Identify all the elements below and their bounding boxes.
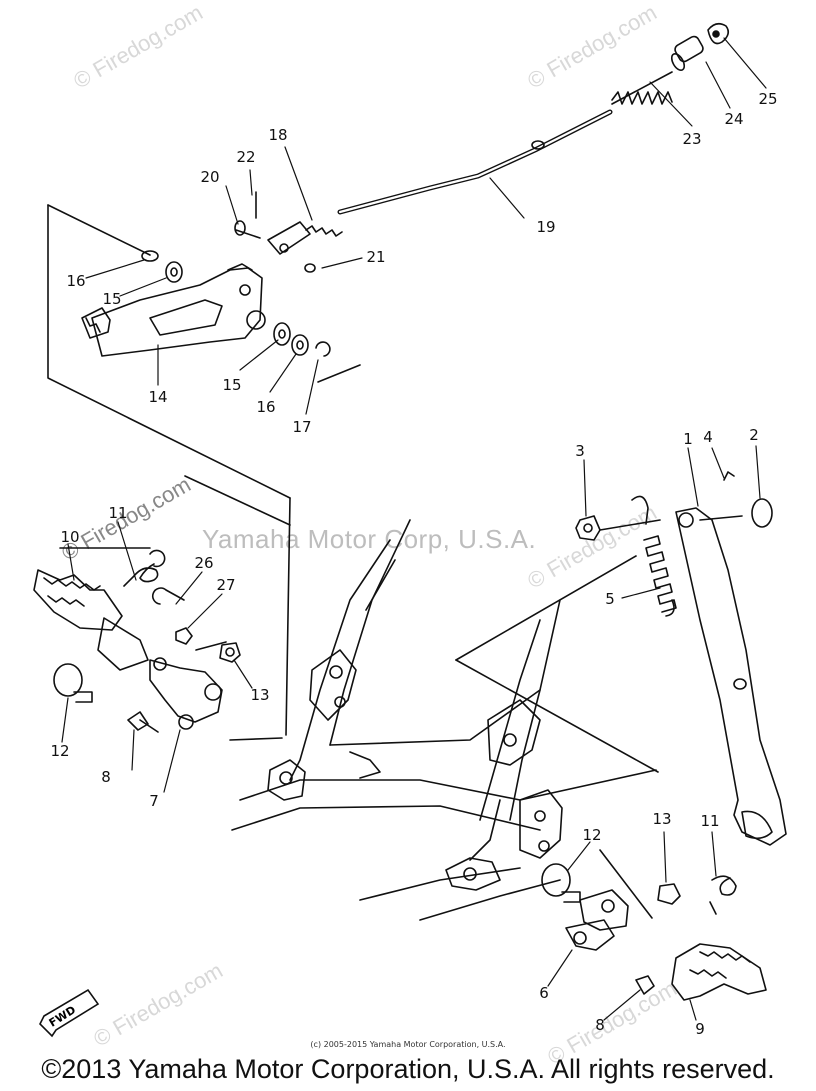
callout-12a: 12 xyxy=(50,742,69,760)
callout-23: 23 xyxy=(682,130,701,148)
callout-5: 5 xyxy=(605,590,615,608)
callout-12b: 12 xyxy=(582,826,601,844)
leader-lines xyxy=(61,37,767,1021)
callout-13a: 13 xyxy=(250,686,269,704)
callout-9: 9 xyxy=(695,1020,705,1038)
footrest-box xyxy=(59,475,291,741)
left-footrest xyxy=(33,549,166,671)
callout-8b: 8 xyxy=(595,1016,605,1034)
callout-16b: 16 xyxy=(256,398,275,416)
wing-nut xyxy=(707,22,730,45)
callout-6: 6 xyxy=(539,984,549,1002)
callout-22: 22 xyxy=(236,148,255,166)
callout-20: 20 xyxy=(200,168,219,186)
callout-11a: 11 xyxy=(108,504,127,522)
callout-24: 24 xyxy=(724,110,743,128)
watermark-center: Yamaha Motor Corp, U.S.A. xyxy=(202,524,537,554)
sidestand xyxy=(575,471,787,846)
callout-27: 27 xyxy=(216,576,235,594)
fwd-arrow-icon xyxy=(39,988,100,1038)
brake-pedal-box xyxy=(47,204,361,499)
callout-10: 10 xyxy=(60,528,79,546)
left-footrest-bracket xyxy=(149,641,227,730)
callout-17: 17 xyxy=(292,418,311,436)
small-credit: (c) 2005-2015 Yamaha Motor Corporation, … xyxy=(310,1040,506,1049)
callout-26: 26 xyxy=(194,554,213,572)
adjuster-nut xyxy=(670,35,704,71)
right-footrest-bracket xyxy=(541,863,737,951)
callout-18: 18 xyxy=(268,126,287,144)
callout-25: 25 xyxy=(758,90,777,108)
callout-1: 1 xyxy=(683,430,693,448)
callout-19: 19 xyxy=(536,218,555,236)
callout-15b: 15 xyxy=(222,376,241,394)
callout-16a: 16 xyxy=(66,272,85,290)
callout-13b: 13 xyxy=(652,810,671,828)
callout-14: 14 xyxy=(148,388,167,406)
frame xyxy=(231,519,657,921)
brake-spring xyxy=(611,71,673,105)
callout-15a: 15 xyxy=(102,290,121,308)
brake-pedal xyxy=(81,263,266,357)
callout-7: 7 xyxy=(149,792,159,810)
copyright-footer: ©2013 Yamaha Motor Corporation, U.S.A. A… xyxy=(41,1054,775,1084)
callout-labels: 1 2 3 4 5 6 7 8 8 9 10 11 11 12 12 13 13… xyxy=(50,90,777,1038)
left-fasteners xyxy=(53,587,241,733)
callout-11b: 11 xyxy=(700,812,719,830)
pedal-washers xyxy=(141,250,331,357)
right-footrest xyxy=(635,943,767,1001)
callout-2: 2 xyxy=(749,426,759,444)
brake-rod xyxy=(337,109,613,215)
callout-3: 3 xyxy=(575,442,585,460)
callout-21: 21 xyxy=(366,248,385,266)
rod-joint xyxy=(234,191,343,273)
callout-8a: 8 xyxy=(101,768,111,786)
callout-4: 4 xyxy=(703,428,713,446)
sidestand-spring xyxy=(631,495,677,617)
sidestand-box xyxy=(455,555,659,919)
